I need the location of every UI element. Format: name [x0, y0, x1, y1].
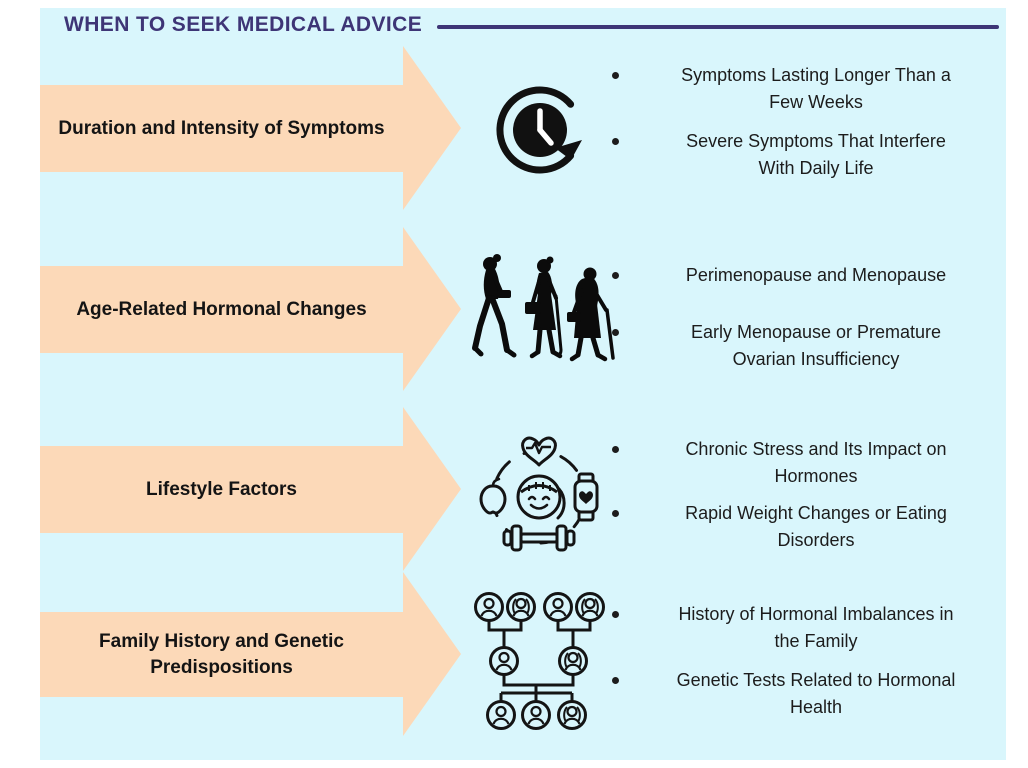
bullet-text: Chronic Stress and Its Impact on Hormone… [685, 439, 947, 486]
clock-history-icon [492, 82, 588, 178]
family-tree-icon [463, 584, 609, 734]
bullet-item: Genetic Tests Related to Hormonal Health [600, 667, 1002, 721]
arrow-head [403, 46, 461, 210]
category-arrow: Duration and Intensity of Symptoms [40, 85, 403, 172]
category-arrow: Age-Related Hormonal Changes [40, 266, 403, 353]
bullet-icon [612, 138, 619, 145]
page-title: WHEN TO SEEK MEDICAL ADVICE [64, 13, 423, 36]
bullet-text: Rapid Weight Changes or Eating Disorders [685, 503, 947, 550]
bullet-icon [612, 677, 619, 684]
aging-women-icon [470, 252, 618, 368]
bullet-item: Early Menopause or Premature Ovarian Ins… [600, 319, 1002, 373]
bullet-item: History of Hormonal Imbalances in the Fa… [600, 601, 1002, 655]
category-title: Family History and Genetic Predispositio… [99, 630, 344, 678]
arrow-head [403, 227, 461, 391]
bullet-icon [612, 510, 619, 517]
bullet-text: Perimenopause and Menopause [685, 265, 947, 285]
bullet-item: Perimenopause and Menopause [600, 262, 1002, 289]
arrow-head [403, 407, 461, 571]
bullet-list: Perimenopause and Menopause Early Menopa… [600, 262, 1002, 373]
bullet-item: Symptoms Lasting Longer Than a Few Weeks [600, 62, 1002, 116]
category-arrow: Family History and Genetic Predispositio… [40, 612, 403, 697]
bullet-item: Rapid Weight Changes or Eating Disorders [600, 500, 1002, 554]
bullet-list: Chronic Stress and Its Impact on Hormone… [600, 436, 1002, 554]
bullet-item: Chronic Stress and Its Impact on Hormone… [600, 436, 1002, 490]
healthy-lifestyle-icon [479, 434, 599, 552]
bullet-list: History of Hormonal Imbalances in the Fa… [600, 601, 1002, 721]
bullet-text: Severe Symptoms That Interfere With Dail… [686, 131, 946, 178]
title-underline [437, 25, 999, 29]
bullet-text: History of Hormonal Imbalances in the Fa… [678, 604, 954, 651]
bullet-text: Genetic Tests Related to Hormonal Health [676, 670, 956, 717]
bullet-text: Early Menopause or Premature Ovarian Ins… [690, 322, 942, 369]
arrow-head [403, 572, 461, 736]
bullet-icon [612, 72, 619, 79]
bullet-item: Severe Symptoms That Interfere With Dail… [600, 128, 1002, 182]
bullet-icon [612, 446, 619, 453]
category-title: Lifestyle Factors [146, 478, 297, 500]
bullet-text: Symptoms Lasting Longer Than a Few Weeks [681, 65, 951, 112]
bullet-icon [612, 272, 619, 279]
category-title: Duration and Intensity of Symptoms [58, 117, 385, 139]
bullet-list: Symptoms Lasting Longer Than a Few Weeks… [600, 62, 1002, 182]
bullet-icon [612, 611, 619, 618]
category-arrow: Lifestyle Factors [40, 446, 403, 533]
bullet-icon [612, 329, 619, 336]
category-title: Age-Related Hormonal Changes [76, 298, 367, 320]
